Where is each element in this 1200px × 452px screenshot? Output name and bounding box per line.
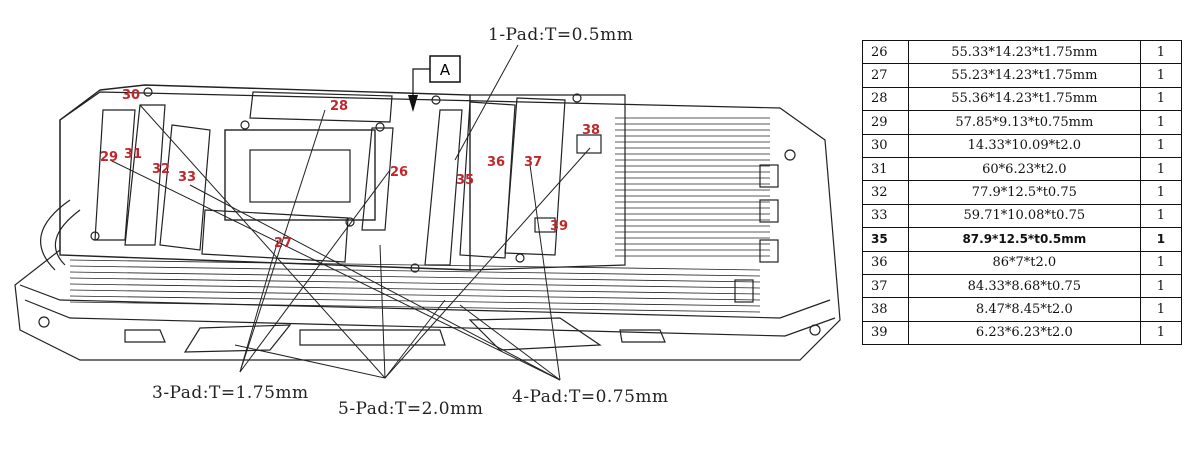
part-marker: 27 <box>274 236 292 251</box>
part-marker: 37 <box>524 155 542 170</box>
cell-size: 55.33*14.23*t1.75mm <box>907 39 1141 65</box>
part-marker: 39 <box>550 219 568 234</box>
cell-qty: 1 <box>1139 86 1183 112</box>
part-marker: 29 <box>100 150 118 165</box>
cell-no: 36 <box>862 250 909 275</box>
cell-no: 26 <box>862 39 909 65</box>
cell-qty: 1 <box>1139 203 1183 229</box>
cell-qty: 1 <box>1139 133 1183 158</box>
cell-size: 6.23*6.23*t2.0 <box>907 320 1141 346</box>
view-reference-letter: A <box>440 61 451 79</box>
cell-no: 39 <box>862 320 909 346</box>
heatsink-body <box>14 84 841 361</box>
cell-qty: 1 <box>1139 273 1183 299</box>
cell-size: 87.9*12.5*t0.5mm <box>907 227 1141 252</box>
cell-qty: 1 <box>1139 297 1183 322</box>
cell-no: 30 <box>862 133 909 158</box>
cell-qty: 1 <box>1139 320 1183 346</box>
view-reference-a: A <box>408 55 461 112</box>
cell-size: 77.9*12.5*t0.75 <box>907 180 1141 205</box>
part-marker: 33 <box>178 170 196 185</box>
pad4-label: 4-Pad:T=0.75mm <box>512 387 669 407</box>
part-marker: 31 <box>124 147 142 162</box>
cell-qty: 1 <box>1139 63 1183 88</box>
cell-qty: 1 <box>1139 39 1183 65</box>
leader-lines <box>109 44 591 381</box>
part-marker: 28 <box>330 99 348 114</box>
cell-qty: 1 <box>1139 250 1183 275</box>
part-marker: 26 <box>390 165 408 180</box>
pad1-label: 1-Pad:T=0.5mm <box>488 25 633 45</box>
cell-size: 55.36*14.23*t1.75mm <box>907 86 1141 112</box>
cell-size: 14.33*10.09*t2.0 <box>907 133 1141 158</box>
cell-no: 29 <box>862 110 909 135</box>
cell-no: 37 <box>862 273 909 299</box>
part-marker: 35 <box>456 173 474 188</box>
cell-size: 86*7*t2.0 <box>907 250 1141 275</box>
cell-qty: 1 <box>1139 227 1183 252</box>
cell-size: 59.71*10.08*t0.75 <box>907 203 1141 229</box>
cell-size: 84.33*8.68*t0.75 <box>907 273 1141 299</box>
cell-no: 38 <box>862 297 909 322</box>
pad5-label: 5-Pad:T=2.0mm <box>338 399 483 419</box>
cell-qty: 1 <box>1139 180 1183 205</box>
cell-no: 27 <box>862 63 909 88</box>
cell-size: 60*6.23*t2.0 <box>907 156 1141 182</box>
cell-no: 28 <box>862 86 909 112</box>
cell-size: 57.85*9.13*t0.75mm <box>907 110 1141 135</box>
cell-size: 55.23*14.23*t1.75mm <box>907 63 1141 88</box>
cell-size: 8.47*8.45*t2.0 <box>907 297 1141 322</box>
cell-no: 31 <box>862 156 909 182</box>
cell-no: 33 <box>862 203 909 229</box>
part-marker: 36 <box>487 155 505 170</box>
cell-no: 32 <box>862 180 909 205</box>
part-marker: 38 <box>582 123 600 138</box>
cell-qty: 1 <box>1139 110 1183 135</box>
part-marker: 32 <box>152 162 170 177</box>
cell-no: 35 <box>862 227 909 252</box>
cell-qty: 1 <box>1139 156 1183 182</box>
pad3-label: 3-Pad:T=1.75mm <box>152 383 309 403</box>
part-marker: 30 <box>122 88 140 103</box>
